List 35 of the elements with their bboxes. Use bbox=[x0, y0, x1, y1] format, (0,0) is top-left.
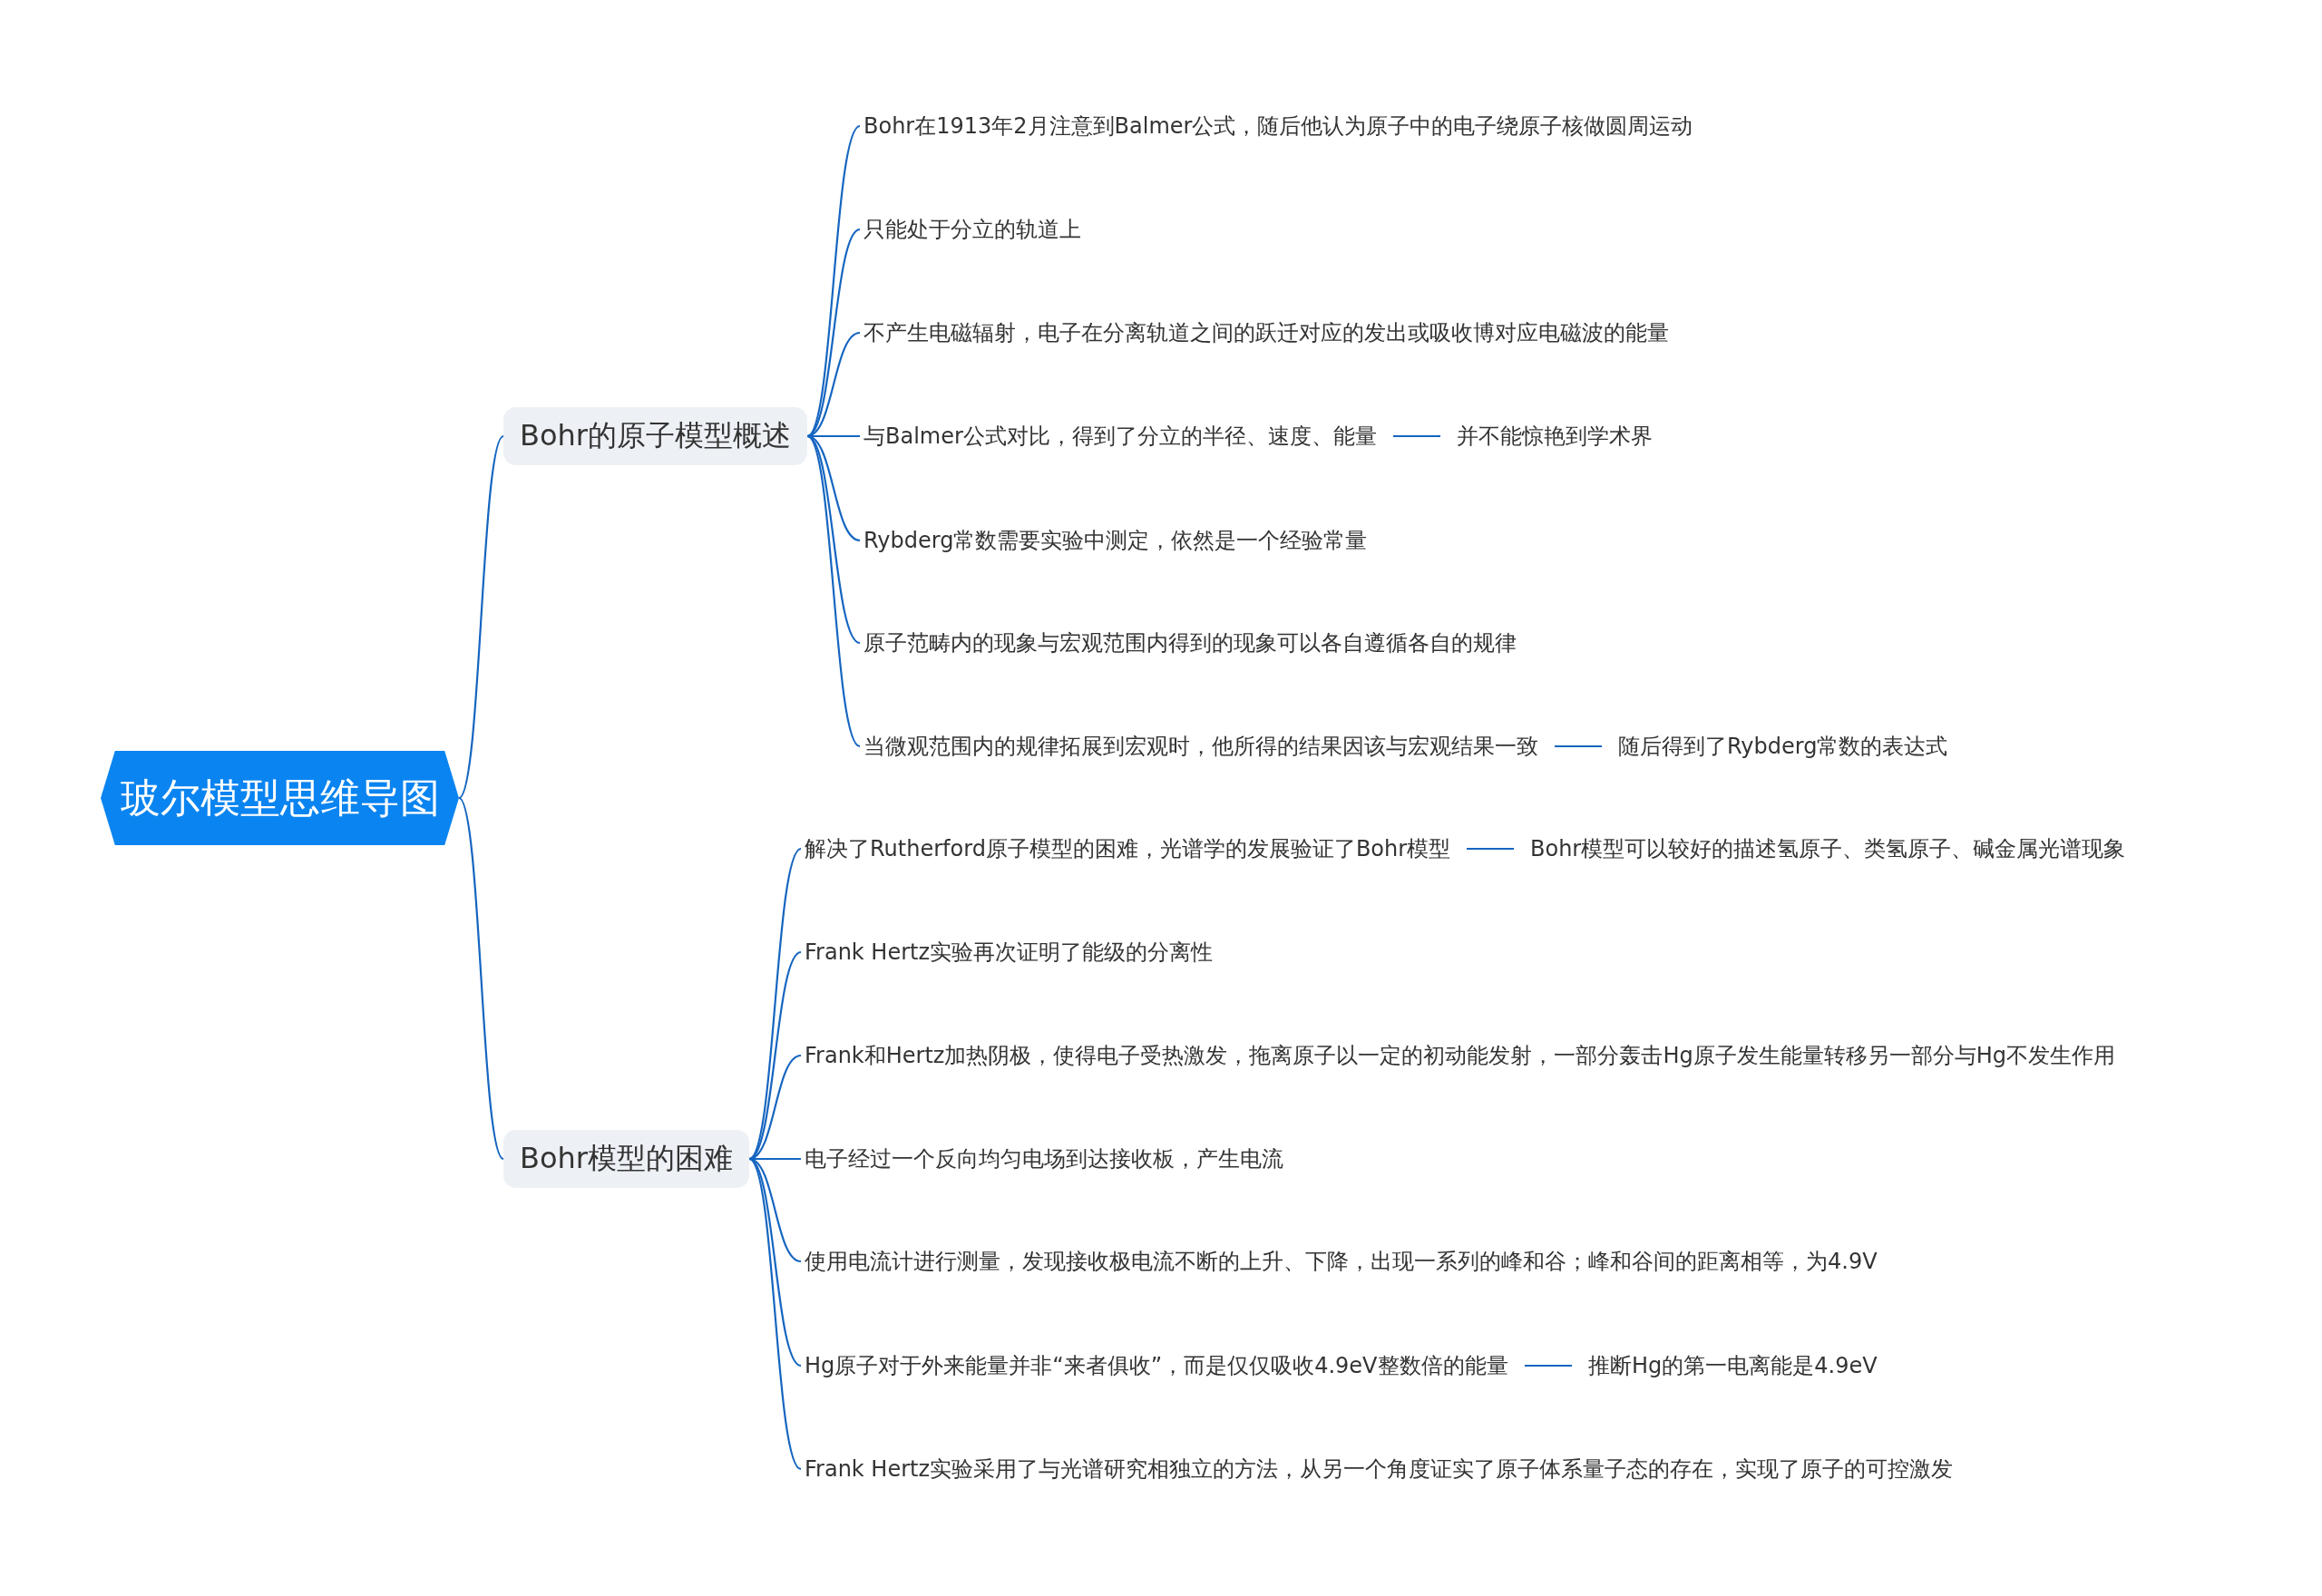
subtopic-text: Rybderg常数需要实验中测定，依然是一个经验常量 bbox=[860, 522, 1371, 559]
connector-line bbox=[1525, 1364, 1572, 1367]
connector-line bbox=[748, 1158, 802, 1367]
subtopic-text: 与Balmer公式对比，得到了分立的半径、速度、能量 bbox=[860, 418, 1381, 454]
subtopic-text: Frank和Hertz加热阴极，使得电子受热激发，拖离原子以一定的初动能发射，一部分轰击Hg原子发生能量转移另一部分与Hg不发生作用 bbox=[801, 1037, 2119, 1074]
connector-line bbox=[748, 848, 802, 1160]
connector-line bbox=[806, 435, 861, 644]
subtopic-text: 不产生电磁辐射，电子在分离轨道之间的跃迁对应的发出或吸收博对应电磁波的能量 bbox=[860, 315, 1673, 351]
branch-topic: Bohr的原子模型概述 bbox=[503, 407, 807, 465]
subtopic-text: 只能处于分立的轨道上 bbox=[860, 211, 1085, 248]
subtopic-text: 解决了Rutherford原子模型的困难，光谱学的发展验证了Bohr模型 bbox=[801, 831, 1455, 867]
subtopic-text: 随后得到了Rybderg常数的表达式 bbox=[1615, 728, 1952, 764]
connector-line bbox=[458, 435, 504, 799]
connector-line bbox=[806, 331, 861, 438]
connector-line bbox=[806, 435, 861, 747]
subtopic-text: 使用电流计进行测量，发现接收极电流不断的上升、下降，出现一系列的峰和谷；峰和谷间的距离相等，为4.9V bbox=[801, 1243, 1881, 1280]
subtopic-text: 电子经过一个反向均匀电场到达接收板，产生电流 bbox=[801, 1141, 1287, 1177]
subtopic-text: 推断Hg的第一电离能是4.9eV bbox=[1585, 1348, 1881, 1384]
subtopic-text: Bohr模型可以较好的描述氢原子、类氢原子、碱金属光谱现象 bbox=[1527, 831, 2130, 867]
subtopic-text: 并不能惊艳到学术界 bbox=[1453, 418, 1656, 454]
subtopic-text: Frank Hertz实验再次证明了能级的分离性 bbox=[801, 934, 1217, 970]
subtopic-text: Bohr在1913年2月注意到Balmer公式，随后他认为原子中的电子绕原子核做圆周运动 bbox=[860, 108, 1697, 144]
subtopic-text: 原子范畴内的现象与宏观范围内得到的现象可以各自遵循各自的规律 bbox=[860, 625, 1520, 661]
connector-line bbox=[458, 797, 504, 1160]
subtopic-text: 当微观范围内的规律拓展到宏观时，他所得的结果因该与宏观结果一致 bbox=[860, 728, 1542, 764]
connector-line bbox=[1467, 847, 1514, 851]
connector-line bbox=[1393, 434, 1440, 438]
subtopic-text: Hg原子对于外来能量并非“来者俱收”，而是仅仅吸收4.9eV整数倍的能量 bbox=[801, 1348, 1512, 1384]
branch-topic: Bohr模型的困难 bbox=[503, 1130, 749, 1188]
subtopic-text: Frank Hertz实验采用了与光谱研究相独立的方法，从另一个角度证实了原子体系量子态的存在，实现了原子的可控激发 bbox=[801, 1451, 1957, 1487]
connector-line bbox=[1555, 744, 1602, 748]
connector-line bbox=[748, 1158, 802, 1470]
connector-line bbox=[806, 125, 861, 437]
connector-line bbox=[748, 1054, 802, 1161]
central-topic: 玻尔模型思维导图 bbox=[101, 751, 459, 845]
